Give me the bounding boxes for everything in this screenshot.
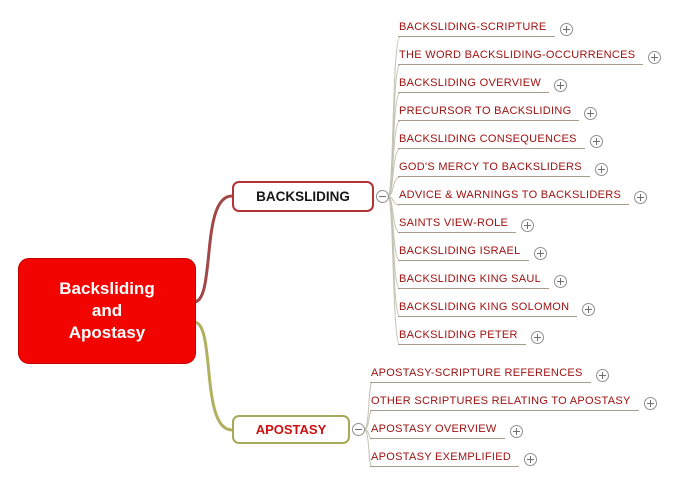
leaf-topic[interactable]: APOSTASY OVERVIEW xyxy=(370,416,657,444)
branch-backsliding[interactable]: BACKSLIDING xyxy=(232,181,374,212)
plus-circle-icon[interactable] xyxy=(648,51,662,64)
branch-apostasy[interactable]: APOSTASY xyxy=(232,415,350,444)
leaf-topic-label: BACKSLIDING KING SAUL xyxy=(398,273,550,289)
leaf-topic[interactable]: THE WORD BACKSLIDING-OCCURRENCES xyxy=(398,42,662,70)
root-topic-line: Backsliding xyxy=(59,279,155,298)
leaf-topic[interactable]: PRECURSOR TO BACKSLIDING xyxy=(398,98,661,126)
leaf-topic-label: APOSTASY EXEMPLIFIED xyxy=(370,451,520,467)
plus-circle-icon[interactable] xyxy=(582,303,596,316)
branch-apostasy-label: APOSTASY xyxy=(255,422,327,437)
leaf-topic[interactable]: BACKSLIDING KING SAUL xyxy=(398,266,661,294)
leaf-topic-label: ADVICE & WARNINGS TO BACKSLIDERS xyxy=(398,189,630,205)
leaf-topic[interactable]: BACKSLIDING ISRAEL xyxy=(398,238,661,266)
leaf-topic-label: OTHER SCRIPTURES RELATING TO APOSTASY xyxy=(370,395,639,411)
root-topic[interactable]: Backsliding and Apostasy xyxy=(18,258,196,364)
apostasy-children: APOSTASY-SCRIPTURE REFERENCES OTHER SCRI… xyxy=(370,360,657,472)
minus-circle-icon[interactable] xyxy=(376,190,389,203)
plus-circle-icon[interactable] xyxy=(559,23,573,36)
plus-circle-icon[interactable] xyxy=(594,163,608,176)
leaf-topic[interactable]: BACKSLIDING-SCRIPTURE xyxy=(398,14,661,42)
plus-circle-icon[interactable] xyxy=(595,369,609,382)
leaf-topic[interactable]: GOD'S MERCY TO BACKSLIDERS xyxy=(398,154,661,182)
plus-circle-icon[interactable] xyxy=(584,107,598,120)
root-to-backsliding-link xyxy=(192,194,234,304)
leaf-topic-label: BACKSLIDING-SCRIPTURE xyxy=(398,21,555,37)
leaf-topic[interactable]: OTHER SCRIPTURES RELATING TO APOSTASY xyxy=(370,388,657,416)
plus-circle-icon[interactable] xyxy=(509,425,523,438)
plus-circle-icon[interactable] xyxy=(554,79,568,92)
leaf-topic[interactable]: BACKSLIDING KING SOLOMON xyxy=(398,294,661,322)
leaf-topic-label: BACKSLIDING CONSEQUENCES xyxy=(398,133,585,149)
root-topic-line: Apostasy xyxy=(68,323,146,342)
leaf-topic-label: THE WORD BACKSLIDING-OCCURRENCES xyxy=(398,49,644,65)
plus-circle-icon[interactable] xyxy=(634,191,648,204)
leaf-topic-label: GOD'S MERCY TO BACKSLIDERS xyxy=(398,161,590,177)
leaf-topic[interactable]: BACKSLIDING PETER xyxy=(398,322,661,350)
root-to-apostasy-link xyxy=(192,320,234,432)
plus-circle-icon[interactable] xyxy=(524,453,538,466)
leaf-topic-label: SAINTS VIEW-ROLE xyxy=(398,217,517,233)
leaf-topic-label: BACKSLIDING ISRAEL xyxy=(398,245,529,261)
plus-circle-icon[interactable] xyxy=(554,275,568,288)
leaf-topic-label: BACKSLIDING OVERVIEW xyxy=(398,77,550,93)
leaf-topic-label: APOSTASY OVERVIEW xyxy=(370,423,505,439)
leaf-topic-label: PRECURSOR TO BACKSLIDING xyxy=(398,105,580,121)
root-topic-line: and xyxy=(91,301,123,320)
plus-circle-icon[interactable] xyxy=(533,247,547,260)
backsliding-children: BACKSLIDING-SCRIPTURE THE WORD BACKSLIDI… xyxy=(398,14,662,350)
branch-backsliding-label: BACKSLIDING xyxy=(256,189,350,204)
leaf-topic[interactable]: BACKSLIDING CONSEQUENCES xyxy=(398,126,661,154)
leaf-topic-label: APOSTASY-SCRIPTURE REFERENCES xyxy=(370,367,591,383)
leaf-topic-label: BACKSLIDING KING SOLOMON xyxy=(398,301,578,317)
leaf-topic[interactable]: SAINTS VIEW-ROLE xyxy=(398,210,661,238)
leaf-topic[interactable]: ADVICE & WARNINGS TO BACKSLIDERS xyxy=(398,182,661,210)
plus-circle-icon[interactable] xyxy=(530,331,544,344)
leaf-topic[interactable]: BACKSLIDING OVERVIEW xyxy=(398,70,661,98)
leaf-topic[interactable]: APOSTASY-SCRIPTURE REFERENCES xyxy=(370,360,657,388)
plus-circle-icon[interactable] xyxy=(589,135,603,148)
minus-circle-icon[interactable] xyxy=(352,423,365,436)
plus-circle-icon[interactable] xyxy=(643,397,657,410)
plus-circle-icon[interactable] xyxy=(521,219,535,232)
leaf-topic-label: BACKSLIDING PETER xyxy=(398,329,526,345)
leaf-topic[interactable]: APOSTASY EXEMPLIFIED xyxy=(370,444,657,472)
